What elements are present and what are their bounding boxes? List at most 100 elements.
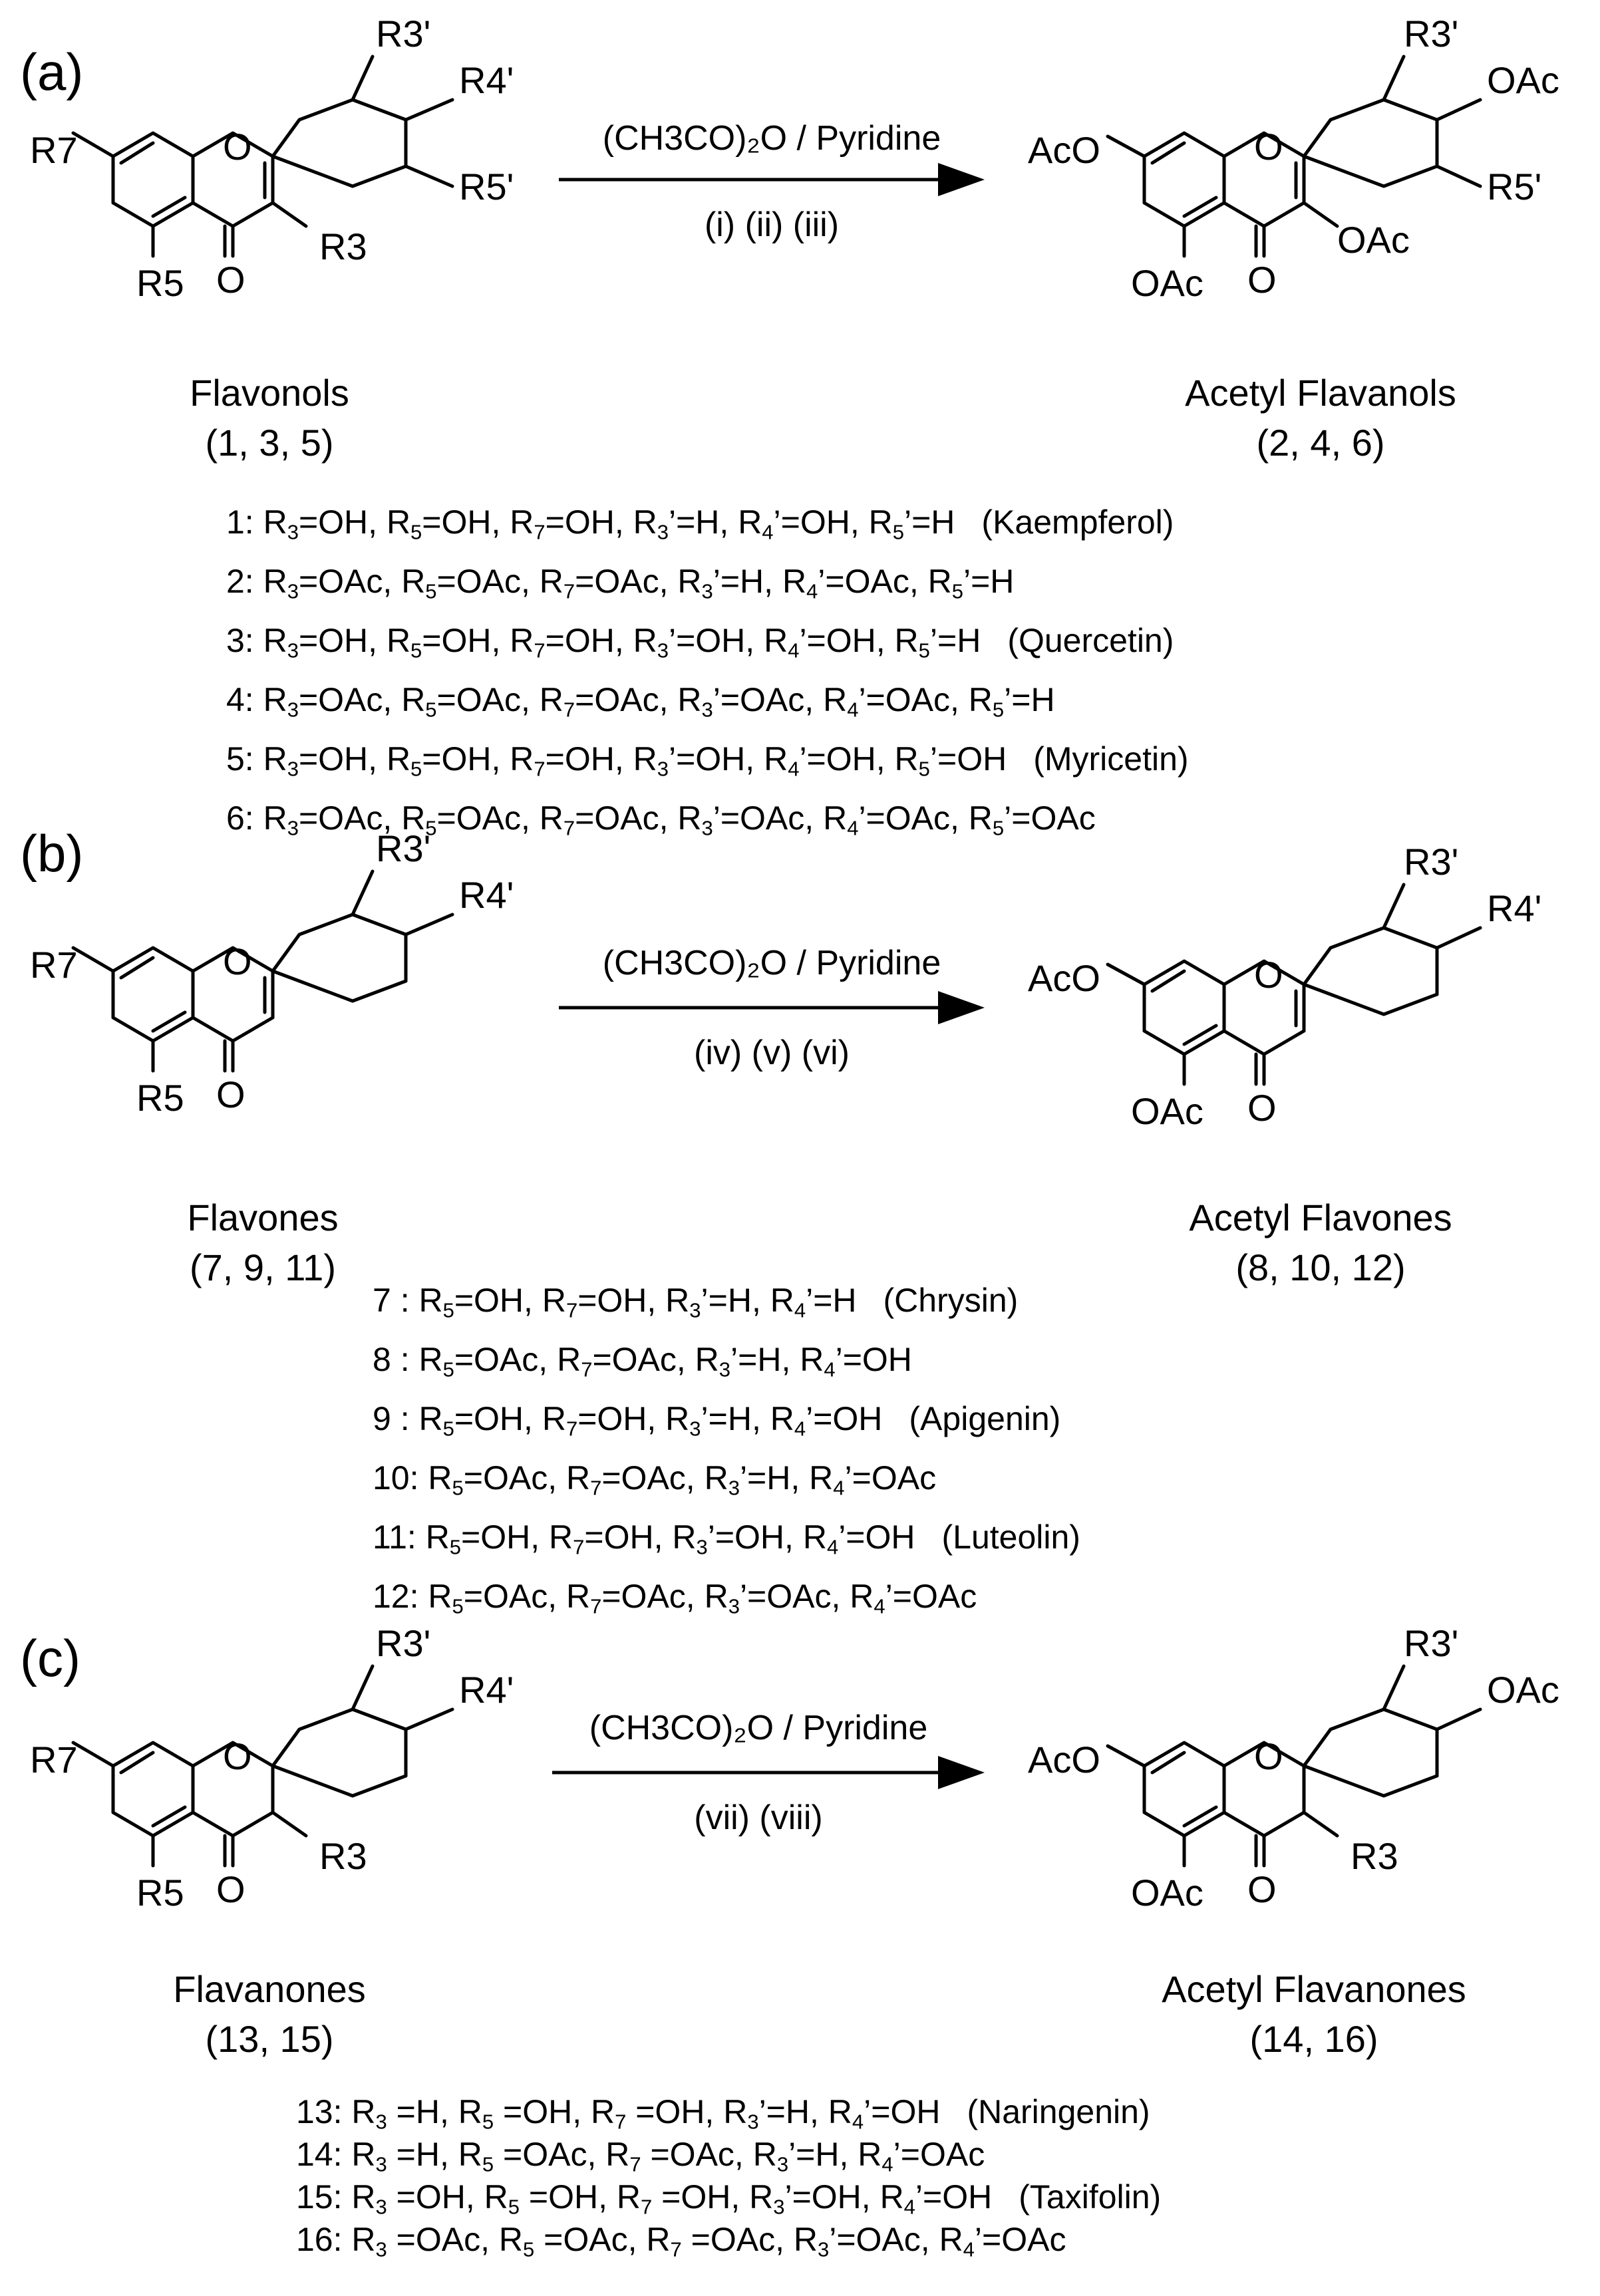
acetyl-flavanone-structure [1106,1664,1482,1868]
position-subscript: 7 [640,2195,653,2219]
substitution-text: ’=OH, [668,622,764,659]
substitution-text: R [800,1341,824,1378]
substitution-text: R [782,563,807,600]
compound-number: 13: [296,2093,352,2130]
position-subscript: 7 [565,1298,578,1322]
substitution-text: R [868,503,893,541]
substitution-text: R [939,2221,963,2258]
substitution-text: R [605,2136,630,2173]
product-numbers: (8, 10, 12) [1235,1246,1405,1288]
position-subscript: 5 [449,1535,462,1559]
substitution-text: ’=OAc, [713,681,824,718]
label-oac-5: OAc [1131,1090,1203,1132]
reactant-name: Flavonols [190,372,349,414]
product-name: Acetyl Flavones [1189,1197,1452,1238]
position-subscript: 5 [508,2195,520,2219]
position-subscript: 3 [696,1535,708,1559]
substitution-text: ’=OH [806,1400,883,1437]
substitution-text: =OAc, [436,799,540,837]
position-subscript: 3 [701,579,713,603]
label-r3: R3 [319,225,367,267]
position-subscript: 5 [918,757,930,781]
reactant-name: Flavanones [173,1968,366,2010]
position-subscript: 5 [523,2237,535,2261]
substitution-text: =OAc, [494,2136,606,2173]
compound-number: 8 : [373,1341,419,1378]
substitution-text: =OH, [454,1282,542,1319]
compound-number: 15: [296,2178,352,2216]
substitution-text: ’=H, [713,563,782,600]
compound-number: 12: [373,1578,428,1615]
compound-line: 15: R3 =OH, R5 =OH, R7 =OH, R3’=OH, R4’=… [296,2180,1161,2218]
substitution-text: R [458,2093,482,2130]
position-subscript: 7 [629,2152,641,2176]
position-subscript: 7 [534,520,546,544]
position-subscript: 3 [375,2110,387,2134]
position-subscript: 5 [410,520,422,544]
substitution-text: R [927,563,952,600]
product-name: Acetyl Flavanones [1162,1968,1466,2010]
substitution-text: R [351,2136,376,2173]
position-subscript: 7 [565,1417,578,1441]
substitution-text: R [425,1518,450,1556]
substitution-text: ’=OAc, [858,799,969,837]
substitution-text: =OAc, [387,2221,499,2258]
position-subscript: 5 [410,639,422,662]
label-aco-7: AcO [1028,1739,1100,1781]
substitution-text: =OAc, [454,1341,558,1378]
compound-name: (Apigenin) [909,1400,1061,1437]
position-subscript: 4 [806,579,818,603]
substitution-text: R [695,1341,719,1378]
position-subscript: 3 [287,698,299,722]
substitution-text: ’=OH, [707,1518,803,1556]
compound-number: 10: [373,1459,428,1497]
atom-o-ring: O [1254,1735,1283,1777]
position-subscript: 7 [534,757,546,781]
position-subscript: 3 [375,2152,387,2176]
substitution-text: ’=H [806,1282,857,1319]
substitution-text: =OAc, [534,2221,647,2258]
position-subscript: 4 [903,2195,915,2219]
compound-number: 3: [226,622,263,659]
substitution-text: ’=OH [915,2178,993,2216]
substitution-text: R [386,740,411,778]
substitution-text: R [590,2093,615,2130]
position-subscript: 4 [794,1417,806,1441]
substitution-text: ’=OAc [885,1578,977,1615]
substitution-text: R [539,563,563,600]
substitution-text: ’=OAc, [858,681,969,718]
substitution-text: ’=OH, [799,740,895,778]
compound-line: 14: R3 =H, R5 =OAc, R7 =OAc, R3’=H, R4’=… [296,2138,985,2175]
substitution-text: R [749,2178,774,2216]
atom-o-ring: O [1254,954,1283,996]
substitution-text: R [418,1341,443,1378]
substitution-text: =OH, [422,622,510,659]
label-aco-7: AcO [1028,957,1100,999]
compound-line: 6: R3=OAc, R5=OAc, R7=OAc, R3’=OAc, R4’=… [226,801,1096,839]
position-subscript: 3 [728,1594,740,1618]
position-subscript: 7 [615,2110,627,2134]
compound-line: 13: R3 =H, R5 =OH, R7 =OH, R3’=H, R4’=OH… [296,2095,1150,2132]
label-r5: R5 [136,262,184,304]
substitution-text: R [263,681,287,718]
substitution-text: ’=H, [668,503,738,541]
compound-number: 14: [296,2136,352,2173]
reactant-numbers: (1, 3, 5) [206,422,334,464]
substitution-text: R [418,1282,443,1319]
label-r7: R7 [30,944,78,986]
label-r5: R5 [136,1077,184,1119]
product-name: Acetyl Flavanols [1185,372,1456,414]
position-subscript: 5 [442,1417,454,1441]
position-subscript: 7 [590,1476,602,1500]
compound-number: 5: [226,740,263,778]
substitution-text: ’=OAc [974,2221,1066,2258]
position-subscript: 4 [847,816,859,840]
substitution-text: R [386,503,411,541]
substitution-text: =OH, [520,2178,617,2216]
substitution-text: =OH, [545,503,633,541]
compound-line: 2: R3=OAc, R5=OAc, R7=OAc, R3’=H, R4’=OA… [226,565,1014,602]
substitution-text: ’=H [1004,681,1055,718]
steps-text: (iv) (v) (vi) [694,1034,850,1072]
compound-line: 10: R5=OAc, R7=OAc, R3’=H, R4’=OAc [373,1461,936,1499]
position-subscript: 4 [788,639,800,662]
